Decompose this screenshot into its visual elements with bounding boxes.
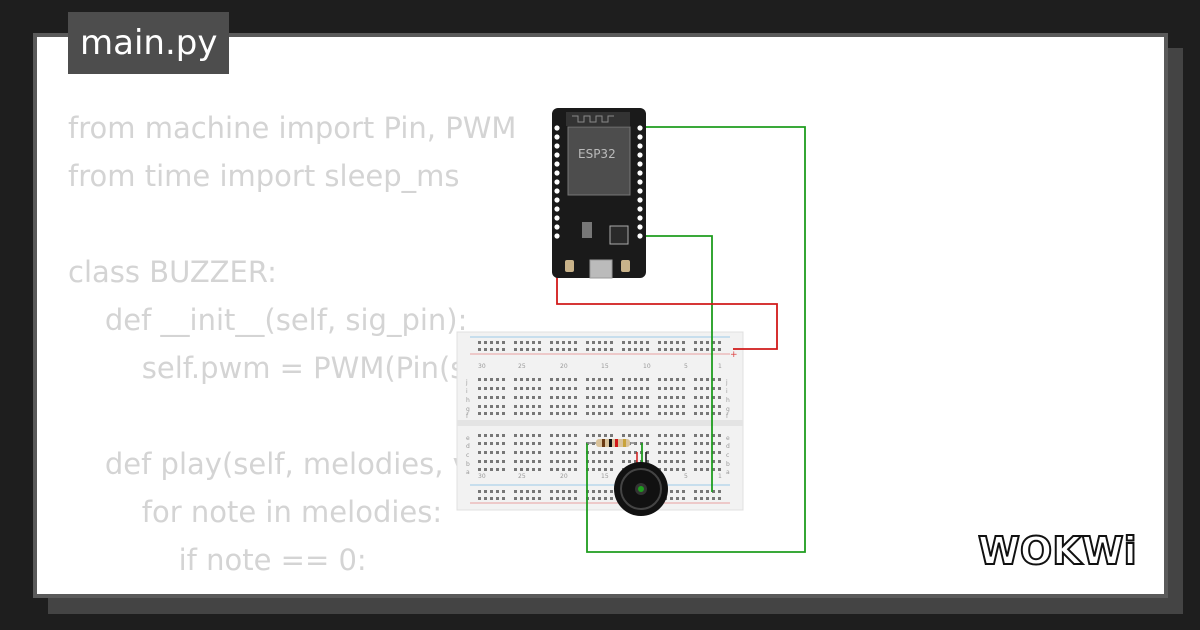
buzzer <box>614 452 668 516</box>
row-letter: d <box>726 443 730 450</box>
column-number: 10 <box>643 363 651 370</box>
code-line: from time import sleep_ms <box>68 159 460 193</box>
row-letter: e <box>726 435 730 442</box>
row-letter: h <box>726 397 730 404</box>
column-number: 1 <box>718 363 722 370</box>
column-number: 30 <box>478 473 486 480</box>
code-line: from machine import Pin, PWM <box>68 111 517 145</box>
column-number: 25 <box>518 473 526 480</box>
code-line: class BUZZER: <box>68 255 277 289</box>
row-letter: d <box>466 443 470 450</box>
wire-green-upper <box>586 126 806 553</box>
code-line: def __init__(self, sig_pin): <box>68 303 468 337</box>
resistor <box>587 439 636 447</box>
row-letter: g <box>726 406 730 413</box>
code-line: self.pwm = PWM(Pin(s <box>68 351 466 385</box>
row-letter: h <box>466 397 470 404</box>
code-line: for note in melodies: <box>68 495 443 529</box>
row-letter: i <box>466 388 468 395</box>
breadboard: + 303025252020151510105511 jjiihhggffeed… <box>456 331 744 511</box>
code-line: self.pwm.duty(0) <box>68 584 516 594</box>
wire-green-lower <box>638 235 713 492</box>
column-number: 5 <box>684 473 688 480</box>
wire-red <box>556 245 778 350</box>
esp32-board: ESP32 <box>552 108 646 279</box>
row-letter: g <box>466 406 470 413</box>
row-letter: c <box>466 452 469 459</box>
column-number: 15 <box>601 363 609 370</box>
column-number: 25 <box>518 363 526 370</box>
column-number: 20 <box>560 473 568 480</box>
column-number: 15 <box>601 473 609 480</box>
row-letter: i <box>726 388 728 395</box>
wokwi-logo: WOKWi <box>978 528 1138 574</box>
code-line: if note == 0: <box>68 543 367 577</box>
column-number: 20 <box>560 363 568 370</box>
rail-plus-label: + <box>730 350 738 360</box>
row-letter: f <box>466 413 469 420</box>
column-number: 30 <box>478 363 486 370</box>
row-letter: e <box>466 435 470 442</box>
row-letter: j <box>465 379 468 386</box>
column-number: 5 <box>684 363 688 370</box>
code-preview: from machine import Pin, PWM from time im… <box>68 104 516 594</box>
row-letter: f <box>726 413 729 420</box>
file-tab[interactable]: main.py <box>68 12 230 74</box>
breadboard-holes <box>478 341 721 500</box>
row-letter: b <box>726 461 730 468</box>
row-letter: a <box>726 469 730 476</box>
esp32-pins <box>554 125 643 239</box>
row-letter: j <box>725 379 728 386</box>
row-letter: c <box>726 452 729 459</box>
row-letter: a <box>466 469 470 476</box>
column-number: 1 <box>718 473 722 480</box>
svg-text:WOKWi: WOKWi <box>978 529 1137 573</box>
row-letter: b <box>466 461 470 468</box>
esp32-chip-label: ESP32 <box>578 147 616 161</box>
